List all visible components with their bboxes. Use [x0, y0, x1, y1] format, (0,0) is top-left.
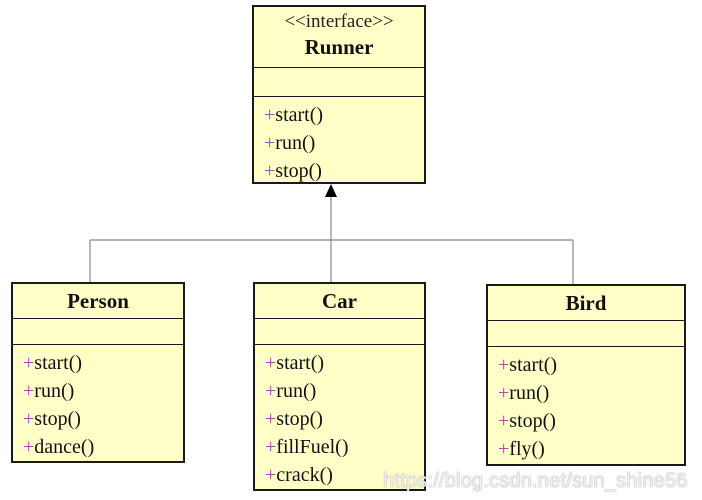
class-person: Person +start() +run() +stop() +dance()	[11, 282, 185, 463]
method-name: run()	[276, 380, 317, 402]
interface-runner: <<interface>> Runner +start() +run() +st…	[252, 5, 426, 184]
visibility-symbol: +	[498, 382, 510, 404]
class-car: Car +start() +run() +stop() +fillFuel() …	[253, 282, 426, 491]
visibility-symbol: +	[498, 438, 510, 460]
method-name: run()	[275, 132, 316, 154]
method-name: stop()	[276, 408, 323, 430]
visibility-symbol: +	[265, 352, 277, 374]
method-item: +fly()	[498, 435, 684, 463]
visibility-symbol: +	[264, 160, 276, 182]
visibility-symbol: +	[265, 464, 277, 486]
method-name: stop()	[509, 410, 556, 432]
method-item: +stop()	[264, 157, 424, 185]
method-name: fillFuel()	[276, 436, 349, 458]
interface-name: Runner	[304, 35, 374, 59]
class-name: Car	[322, 289, 357, 313]
method-name: start()	[34, 352, 83, 374]
method-name: crack()	[276, 464, 333, 486]
visibility-symbol: +	[265, 436, 277, 458]
class-name: Bird	[565, 291, 607, 315]
inheritance-arrowhead	[325, 184, 337, 197]
method-name: start()	[275, 104, 324, 126]
visibility-symbol: +	[23, 436, 35, 458]
interface-stereotype: <<interface>>	[284, 11, 394, 32]
method-name: start()	[276, 352, 325, 374]
interface-methods: +start() +run() +stop()	[254, 97, 424, 185]
method-item: +stop()	[498, 407, 684, 435]
class-header: Person	[13, 284, 183, 319]
visibility-symbol: +	[23, 380, 35, 402]
visibility-symbol: +	[265, 408, 277, 430]
visibility-symbol: +	[498, 410, 510, 432]
class-fields	[13, 319, 183, 345]
class-methods: +start() +run() +stop() +fly()	[488, 347, 684, 463]
method-item: +start()	[23, 349, 183, 377]
class-methods: +start() +run() +stop() +fillFuel() +cra…	[255, 345, 424, 489]
method-item: +dance()	[23, 433, 183, 461]
method-item: +run()	[264, 129, 424, 157]
class-fields	[488, 321, 684, 347]
method-item: +fillFuel()	[265, 433, 424, 461]
class-bird: Bird +start() +run() +stop() +fly()	[486, 284, 686, 466]
method-name: run()	[509, 382, 550, 404]
method-item: +stop()	[23, 405, 183, 433]
method-name: stop()	[34, 408, 81, 430]
method-item: +start()	[498, 351, 684, 379]
visibility-symbol: +	[264, 104, 276, 126]
method-item: +stop()	[265, 405, 424, 433]
method-item: +run()	[23, 377, 183, 405]
method-name: stop()	[275, 160, 322, 182]
class-header: Bird	[488, 286, 684, 321]
visibility-symbol: +	[265, 380, 277, 402]
method-item: +run()	[498, 379, 684, 407]
method-name: dance()	[34, 436, 95, 458]
visibility-symbol: +	[23, 352, 35, 374]
method-item: +crack()	[265, 461, 424, 489]
method-item: +run()	[265, 377, 424, 405]
class-name: Person	[67, 289, 129, 313]
method-name: fly()	[509, 438, 545, 460]
visibility-symbol: +	[23, 408, 35, 430]
interface-header: <<interface>> Runner	[254, 7, 424, 68]
watermark-text: https://blog.csdn.net/sun_shine56	[383, 470, 688, 492]
class-fields	[255, 319, 424, 345]
method-item: +start()	[265, 349, 424, 377]
class-header: Car	[255, 284, 424, 319]
method-name: run()	[34, 380, 75, 402]
visibility-symbol: +	[498, 354, 510, 376]
method-item: +start()	[264, 101, 424, 129]
visibility-symbol: +	[264, 132, 276, 154]
interface-fields	[254, 68, 424, 97]
method-name: start()	[509, 354, 558, 376]
class-methods: +start() +run() +stop() +dance()	[13, 345, 183, 461]
